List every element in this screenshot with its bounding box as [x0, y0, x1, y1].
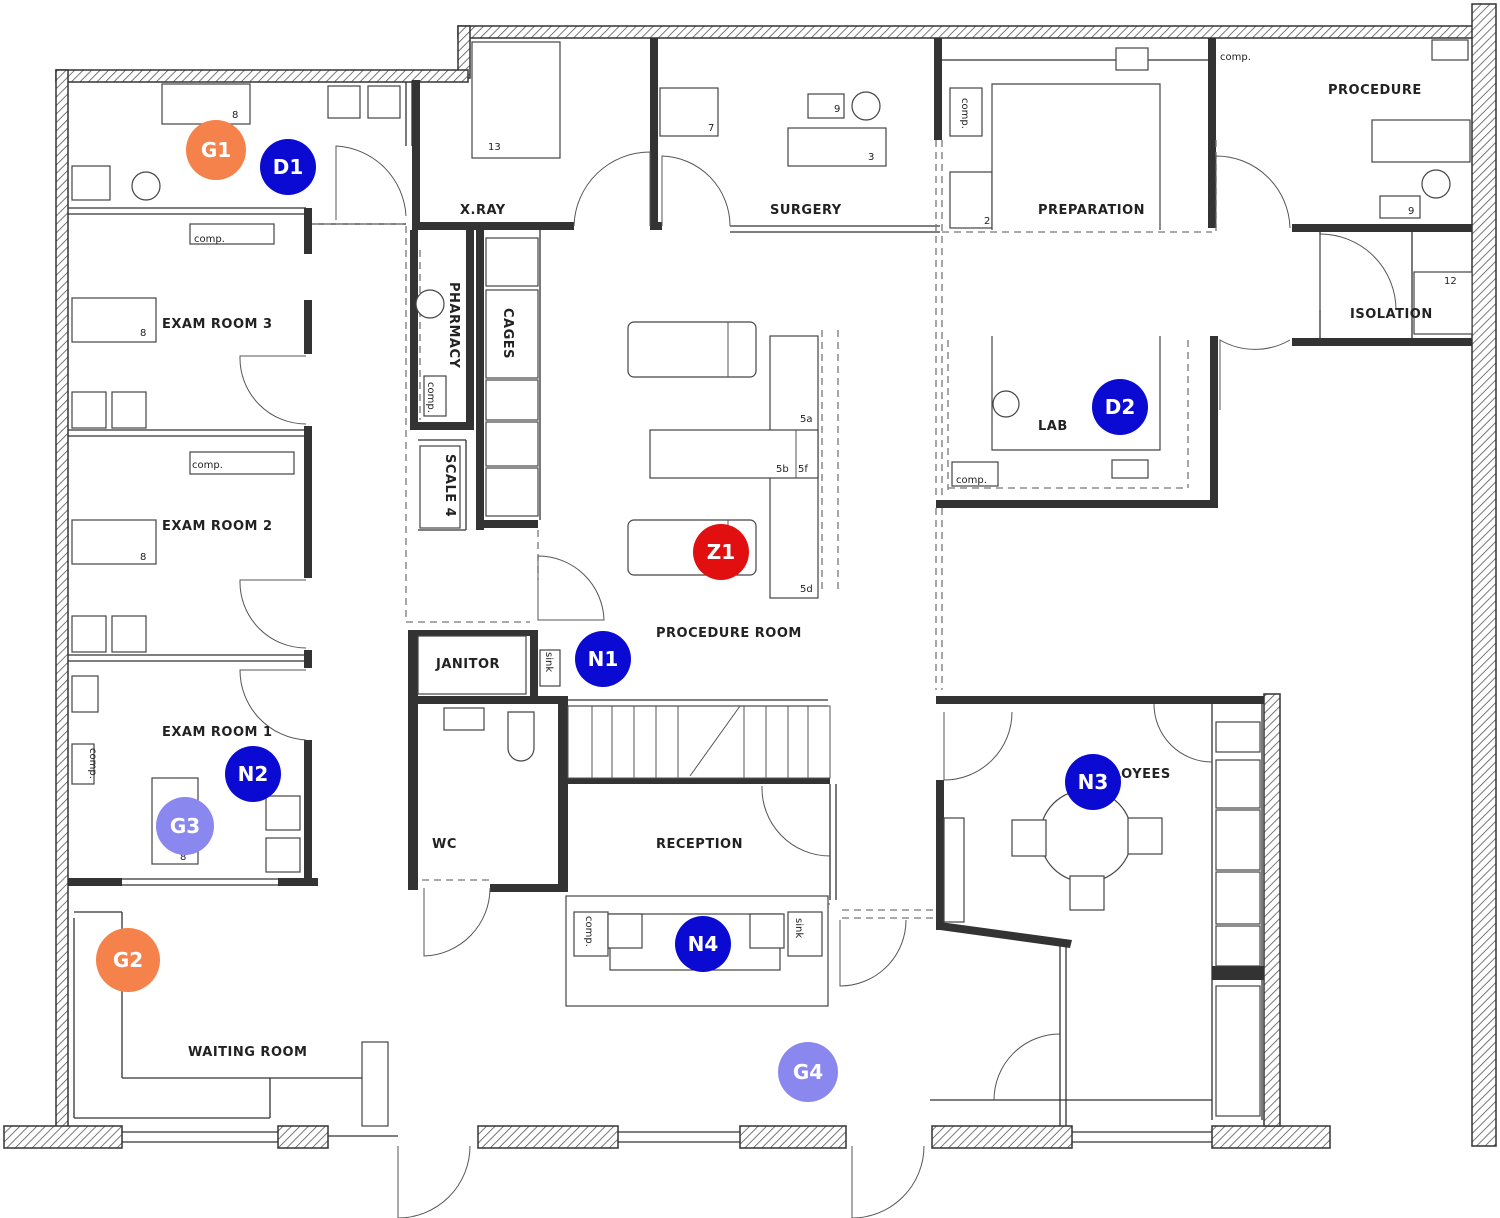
marker-n2-label: N2 — [238, 762, 269, 786]
comp-label-reception-left: comp. — [583, 916, 594, 947]
label-wc: WC — [432, 837, 457, 852]
label-preparation: PREPARATION — [1038, 203, 1145, 218]
label-procedure-room: PROCEDURE ROOM — [656, 626, 802, 641]
comp-label-top-right: comp. — [1220, 52, 1251, 63]
label-procedure: PROCEDURE — [1328, 83, 1422, 98]
num-8-exam1: 8 — [180, 852, 186, 863]
num-12: 12 — [1444, 276, 1457, 287]
num-5a: 5a — [800, 414, 813, 425]
marker-d2-label: D2 — [1105, 395, 1136, 419]
marker-z1: Z1 — [693, 524, 749, 580]
num-8-exam3: 8 — [140, 328, 146, 339]
comp-label-prep: comp. — [959, 98, 970, 129]
label-exam-room-2: EXAM ROOM 2 — [162, 519, 273, 534]
num-8-exam2: 8 — [140, 552, 146, 563]
marker-d2-circle — [1092, 379, 1148, 435]
marker-d1: D1 — [260, 139, 316, 195]
num-7: 7 — [708, 123, 714, 134]
equipment-labels: comp. comp. comp. comp. comp. comp. comp… — [87, 52, 1251, 947]
equipment-numbers: 13 7 9 3 2 9 12 8 8 8 8 5a 5b 5f 5d — [140, 104, 1457, 863]
marker-n2: N2 — [225, 746, 281, 802]
marker-n3-label: N3 — [1078, 770, 1109, 794]
label-isolation: ISOLATION — [1350, 307, 1433, 322]
num-8-top: 8 — [232, 110, 238, 121]
comp-label-exam3: comp. — [194, 234, 225, 245]
marker-n4: N4 — [675, 916, 731, 972]
label-reception: RECEPTION — [656, 837, 743, 852]
comp-label-lab: comp. — [956, 475, 987, 486]
num-2: 2 — [984, 216, 990, 227]
marker-n1-label: N1 — [588, 647, 619, 671]
label-surgery: SURGERY — [770, 203, 842, 218]
marker-g1-label: G1 — [201, 138, 231, 162]
marker-g2-label: G2 — [113, 948, 143, 972]
markers: G1 D1 D2 Z1 N1 N2 G3 N3 — [96, 120, 1148, 1102]
comp-label-pharmacy: comp. — [425, 382, 436, 413]
label-cages: CAGES — [500, 308, 515, 359]
label-exam-room-3: EXAM ROOM 3 — [162, 317, 273, 332]
marker-n2-circle — [225, 746, 281, 802]
stairs — [567, 705, 831, 779]
marker-d1-circle — [260, 139, 316, 195]
room-labels: X.RAY SURGERY PREPARATION PROCEDURE ISOL… — [162, 83, 1433, 1060]
marker-n1-circle — [575, 631, 631, 687]
marker-g1-circle — [186, 120, 246, 180]
sink-label-reception: sink — [793, 918, 804, 938]
marker-g4-circle — [778, 1042, 838, 1102]
marker-g2: G2 — [96, 928, 160, 992]
label-exam-room-1: EXAM ROOM 1 — [162, 725, 273, 740]
num-13: 13 — [488, 142, 501, 153]
marker-g3: G3 — [156, 797, 214, 855]
marker-z1-circle — [693, 524, 749, 580]
num-5f: 5f — [798, 464, 808, 475]
num-5d: 5d — [800, 584, 813, 595]
marker-g1: G1 — [186, 120, 246, 180]
marker-n4-circle — [675, 916, 731, 972]
marker-g3-label: G3 — [170, 814, 200, 838]
label-janitor: JANITOR — [435, 657, 500, 672]
num-3: 3 — [868, 152, 874, 163]
marker-n1: N1 — [575, 631, 631, 687]
marker-g4: G4 — [778, 1042, 838, 1102]
marker-g3-circle — [156, 797, 214, 855]
num-9-surgery: 9 — [834, 104, 840, 115]
marker-n4-label: N4 — [688, 932, 719, 956]
sink-label-janitor: sink — [543, 652, 554, 672]
num-9-procedure: 9 — [1408, 206, 1414, 217]
label-waiting-room: WAITING ROOM — [188, 1045, 307, 1060]
label-pharmacy: PHARMACY — [446, 282, 461, 369]
marker-g2-circle — [96, 928, 160, 992]
dashed-lines — [312, 140, 1217, 919]
marker-n3: N3 — [1065, 754, 1121, 810]
comp-label-exam1: comp. — [87, 748, 98, 779]
label-scale: SCALE 4 — [442, 454, 457, 517]
exterior-walls — [3, 3, 1497, 1149]
label-xray: X.RAY — [460, 203, 506, 218]
marker-g4-label: G4 — [793, 1060, 823, 1084]
label-lab: LAB — [1038, 419, 1068, 434]
comp-label-exam2: comp. — [192, 460, 223, 471]
marker-d2: D2 — [1092, 379, 1148, 435]
doors — [239, 145, 1397, 1218]
num-5b: 5b — [776, 464, 789, 475]
marker-z1-label: Z1 — [707, 540, 735, 564]
marker-n3-circle — [1065, 754, 1121, 810]
marker-d1-label: D1 — [273, 155, 304, 179]
interior-walls — [68, 38, 1472, 1127]
